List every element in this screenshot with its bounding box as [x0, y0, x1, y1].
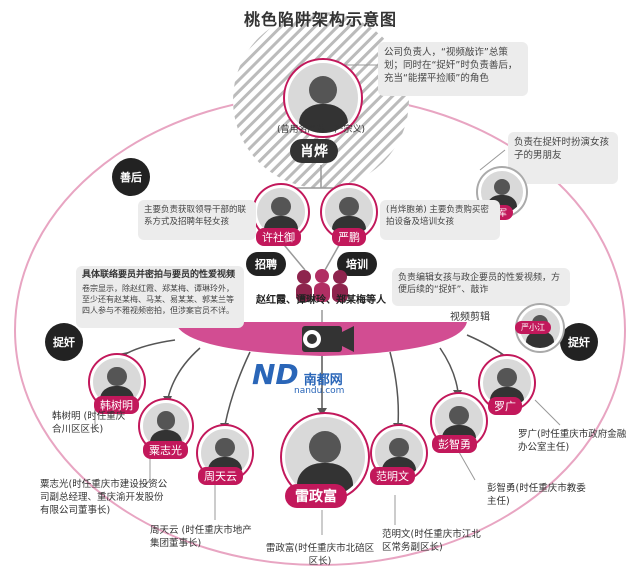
official-name-luo: 罗广: [488, 397, 522, 415]
women-note-heading: 具体联络要员并密拍与要员的性爱视频: [82, 270, 236, 280]
women-label: 赵红霞、谭琳玲、郑某梅等人: [256, 295, 386, 306]
official-caption-peng: 彭智勇(时任重庆市教委主任): [487, 483, 586, 507]
official-caption-han: 韩树明 (时任重庆合川区区长): [52, 411, 126, 435]
diagram-title: 桃色陷阱架构示意图: [243, 10, 397, 29]
women-group-icon: [296, 269, 348, 302]
camera-icon: [302, 326, 354, 352]
official-caption-lei: 雷政富(时任重庆市北碚区区长): [265, 543, 375, 567]
watermark-logo: ND: [252, 358, 299, 391]
official-arrows: [121, 334, 506, 426]
editor-name: 严小江: [515, 321, 551, 334]
yan-note: (肖烨胞弟) 主要负责购买密拍设备及培训女孩: [380, 200, 500, 240]
official-name-fan: 范明文: [370, 467, 415, 485]
zhuojian-left-label: 捉奸: [45, 323, 83, 361]
boyfriend-note: 负责在捉奸时扮演女孩子的男朋友: [508, 132, 618, 184]
official-name-zhou: 周天云: [198, 467, 243, 485]
xu-note: 主要负责获取领导干部的联系方式及招聘年轻女孩: [138, 200, 256, 240]
shanhou-label: 善后: [112, 158, 150, 196]
official-name-su: 粟志光: [143, 441, 188, 459]
watermark-url: nandu.com: [294, 386, 345, 396]
women-note: 具体联络要员并密拍与要员的性爱视频 卷宗显示，除赵红霞、郑某梅、谭琳玲外，至少还…: [76, 266, 244, 328]
leader-name: 肖烨: [290, 139, 338, 163]
leader-note: 公司负责人，“视频敲诈”总策划；同时在“捉奸”时负责善后，充当“能摆平捡顺”的角…: [378, 42, 528, 96]
official-name-han: 韩树明: [94, 396, 139, 414]
xu-name: 许社御: [256, 228, 301, 246]
watermark: ND 南都网 nandu.com: [252, 358, 344, 396]
watermark-cn: 南都网: [303, 373, 343, 388]
leader-alias: (曾用名严苏、严宗义): [276, 125, 366, 135]
video-edit-label: 视频剪辑: [450, 312, 490, 323]
official-caption-luo: 罗广(时任重庆市政府金融办公室主任): [518, 429, 627, 453]
yan-name: 严鹏: [332, 228, 366, 246]
zhuojian-right-label: 捉奸: [560, 323, 598, 361]
official-caption-fan: 范明文(时任重庆市江北区常务副区长): [382, 529, 481, 553]
editor-note: 负责编辑女孩与政企要员的性爱视频，方便后续的“捉奸”、敲诈: [392, 268, 570, 306]
zhaopin-label: 招聘: [246, 252, 286, 276]
official-caption-su: 粟志光(时任重庆市建设投资公司副总经理、重庆渝开发股份有限公司董事长): [40, 479, 168, 516]
official-name-peng: 彭智勇: [432, 435, 477, 453]
official-caption-zhou: 周天云 (时任重庆市地产集团董事长): [150, 525, 252, 549]
leader-photo: [285, 60, 361, 136]
women-note-detail: 卷宗显示，除赵红霞、郑某梅、谭琳玲外，至少还有赵某梅、马某、易某某、郭某兰等四人…: [82, 284, 234, 315]
official-name-lei: 雷政富: [285, 484, 347, 508]
